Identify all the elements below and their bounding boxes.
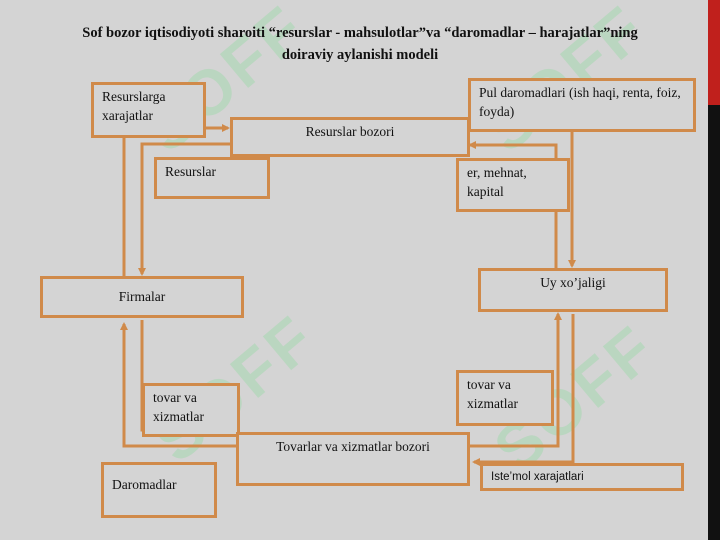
side-accent-red xyxy=(708,0,720,105)
box-resurslar: Resurslar xyxy=(154,157,270,199)
box-uy-xojaligi: Uy xo’jaligi xyxy=(478,268,668,312)
box-tovar-xizmatlar-left: tovar va xizmatlar xyxy=(142,383,240,437)
box-label: Iste’mol xarajatlari xyxy=(491,471,584,483)
box-label: Tovarlar va xizmatlar bozori xyxy=(276,439,430,454)
box-label: Resurslarga xarajatlar xyxy=(102,89,166,123)
box-label: Resurslar xyxy=(165,164,216,179)
box-label: er, mehnat, kapital xyxy=(467,165,527,199)
box-yer-mehnat-kapital: er, mehnat, kapital xyxy=(456,158,570,212)
box-tovarlar-bozori: Tovarlar va xizmatlar bozori xyxy=(236,432,470,486)
box-resurslar-bozori: Resurslar bozori xyxy=(230,117,470,157)
arrow-household-to-resource-market xyxy=(468,141,558,268)
box-label: Uy xo’jaligi xyxy=(540,275,606,290)
box-pul-daromadlari: Pul daromadlari (ish haqi, renta, foiz, … xyxy=(468,78,696,132)
box-firmalar: Firmalar xyxy=(40,276,244,318)
box-label: tovar va xizmatlar xyxy=(467,377,518,411)
arrow-resource-market-to-firm xyxy=(138,142,232,276)
box-label: Pul daromadlari (ish haqi, renta, foiz, … xyxy=(479,85,681,119)
arrow-goods-market-to-firm xyxy=(120,322,236,448)
box-resurslarga-xarajatlar: Resurslarga xarajatlar xyxy=(91,82,206,138)
diagram-title: Sof bozor iqtisodiyoti sharoiti “resursl… xyxy=(30,22,690,66)
box-label: Firmalar xyxy=(118,289,166,304)
title-line-1: Sof bozor iqtisodiyoti sharoiti “resursl… xyxy=(82,25,638,41)
box-istemol-xarajatlari: Iste’mol xarajatlari xyxy=(480,463,684,491)
arrow-firm-to-resource-market xyxy=(122,124,230,278)
box-label: Daromadlar xyxy=(112,477,177,492)
arrow-household-to-goods-market xyxy=(472,314,575,466)
side-accent-black xyxy=(708,105,720,540)
title-line-2: doiraviy aylanishi modeli xyxy=(281,47,439,63)
box-daromadlar: Daromadlar xyxy=(101,462,217,518)
box-label: Resurslar bozori xyxy=(305,124,395,139)
arrow-goods-market-to-household xyxy=(470,312,562,448)
box-tovar-xizmatlar-right: tovar va xizmatlar xyxy=(456,370,554,426)
box-label: tovar va xizmatlar xyxy=(153,390,204,424)
